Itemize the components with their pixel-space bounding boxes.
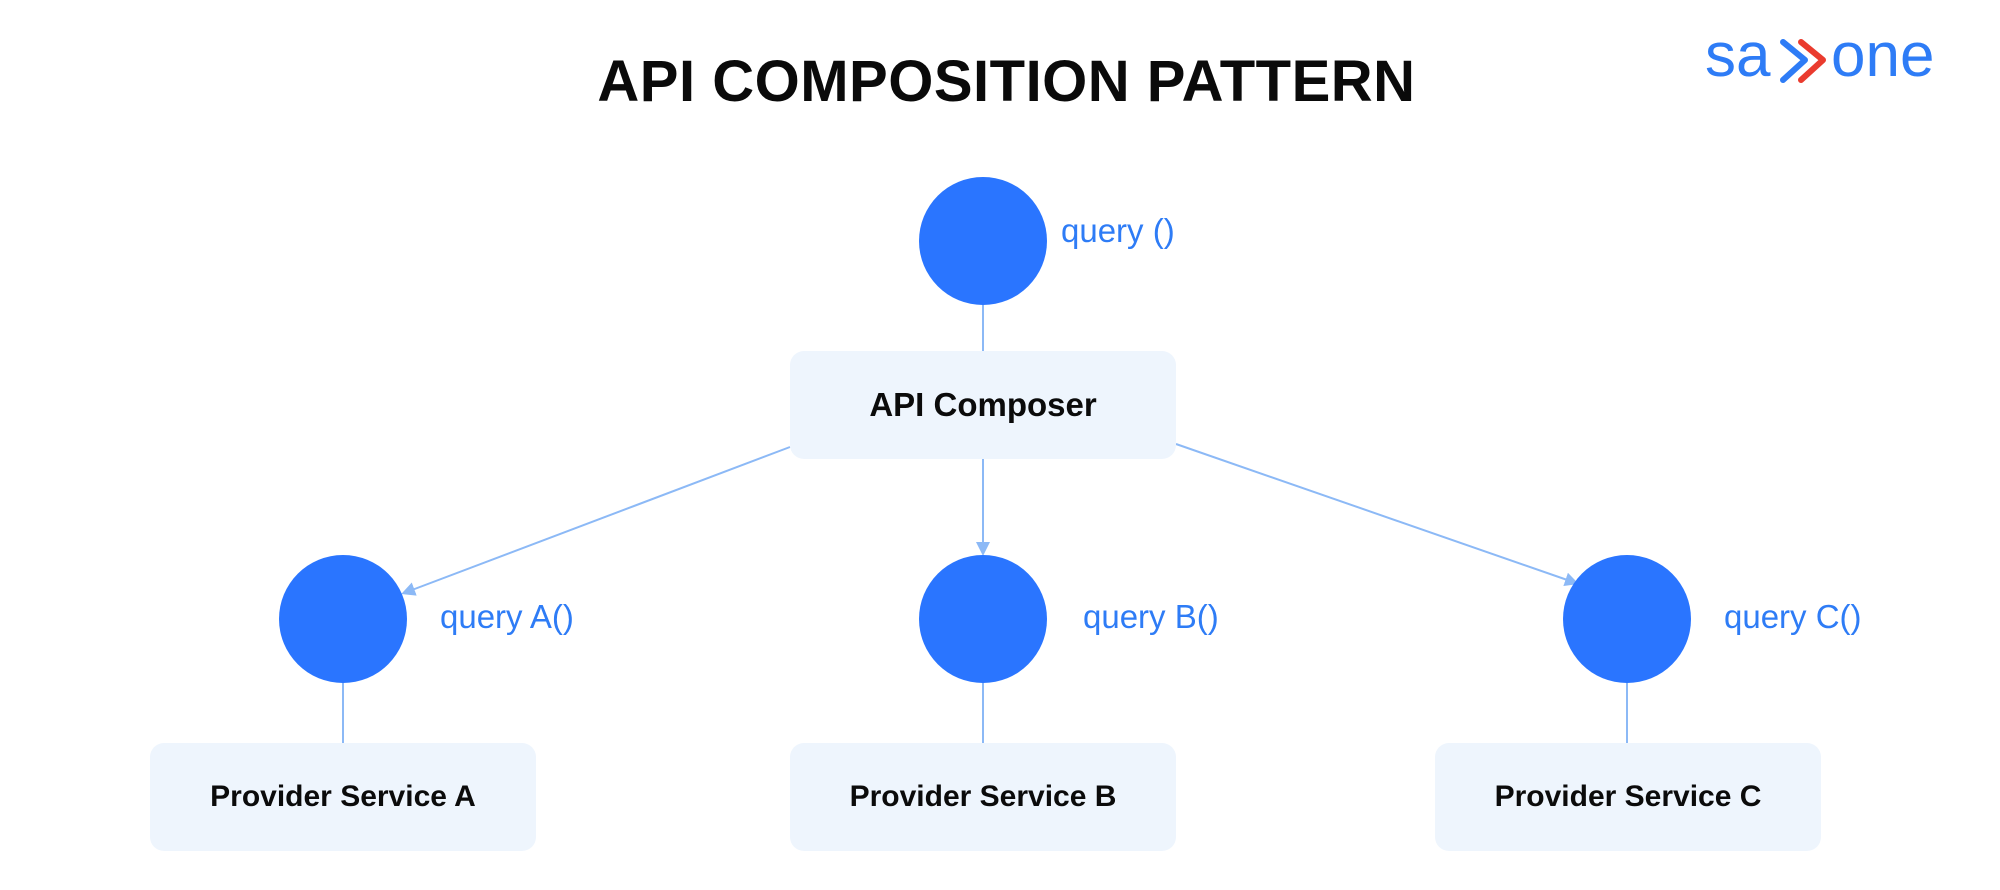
client-node [919,177,1047,305]
query-c-label: query C() [1724,598,1862,635]
provider-service-c-label: Provider Service C [1494,780,1762,813]
query-b-label: query B() [1083,598,1219,635]
provider-service-c-box: Provider Service C [1435,743,1821,851]
provider-service-a-label: Provider Service A [210,780,476,813]
query-b-node [919,555,1047,683]
provider-service-a-box: Provider Service A [150,743,536,851]
query-c-node [1563,555,1691,683]
svg-text:one: one [1831,22,1934,90]
svg-text:sa: sa [1705,22,1771,90]
page-title: API COMPOSITION PATTERN [597,49,1416,114]
edge-composer-query-a [401,446,791,596]
provider-service-b-box: Provider Service B [790,743,1176,851]
provider-service-b-label: Provider Service B [849,780,1117,813]
api-composer-box: API Composer [790,351,1176,459]
api-composer-label: API Composer [869,386,1097,423]
query-a-node [279,555,407,683]
client-query-label: query () [1061,212,1175,249]
edge-composer-query-c [1175,443,1579,587]
sayone-logo: sa one [1705,22,1934,90]
query-a-label: query A() [440,598,574,635]
